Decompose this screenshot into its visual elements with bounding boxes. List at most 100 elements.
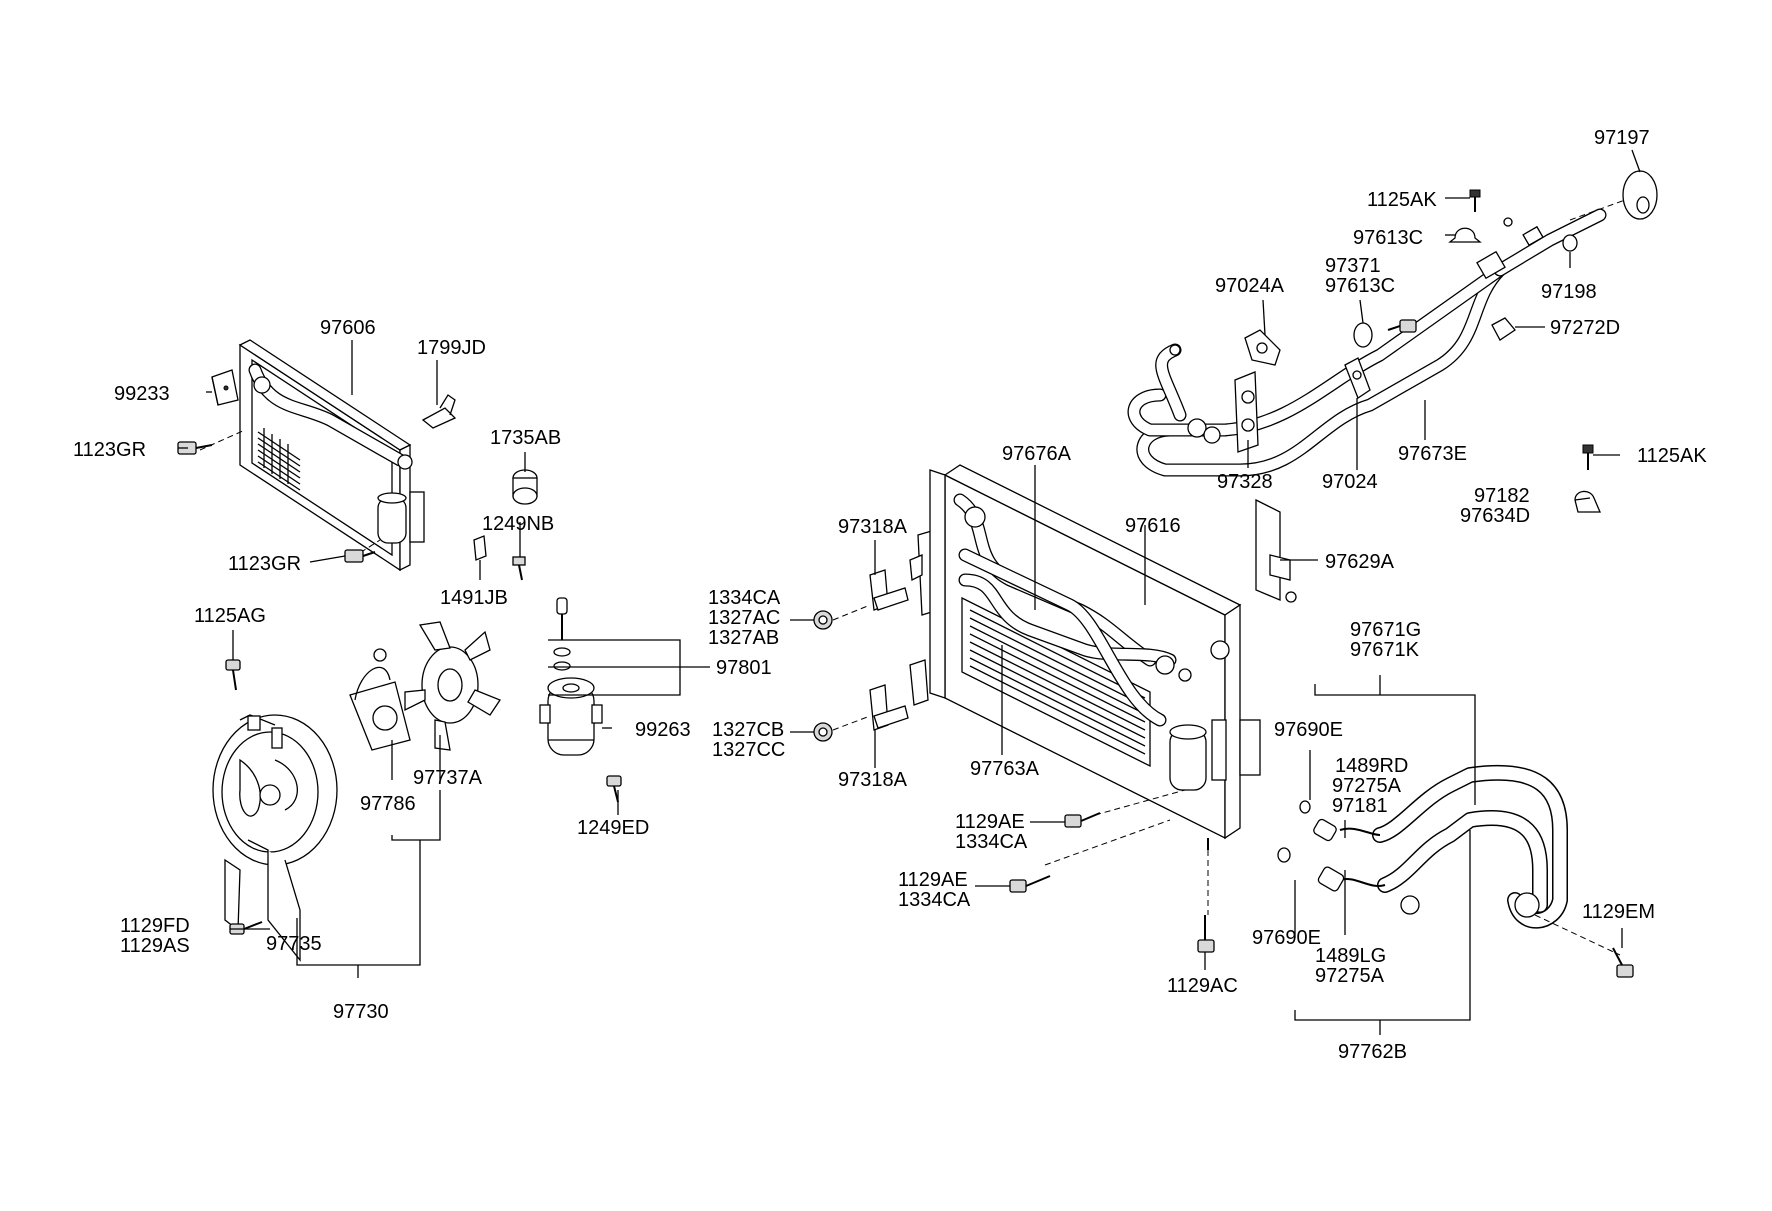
- label-1334CA-upper: 1334CA: [708, 587, 781, 609]
- nut-1327CB: [813, 715, 871, 742]
- label-1125AK-top: 1125AK: [1367, 189, 1437, 211]
- label-97371: 97371: [1325, 255, 1381, 277]
- label-1129AC: 1129AC: [1167, 975, 1238, 997]
- label-1125AK-right: 1125AK: [1637, 445, 1707, 467]
- receiver-drier-99263: [539, 677, 603, 756]
- label-97730: 97730: [333, 1001, 389, 1023]
- bolt-1123GR-lower: [344, 549, 376, 563]
- nut-1334CA-upper: [813, 604, 871, 630]
- label-97182: 97182: [1474, 485, 1530, 507]
- label-1123GR-lower: 1123GR: [228, 553, 301, 575]
- label-97318A-upper: 97318A: [838, 516, 908, 538]
- label-1489LG: 1489LG: [1315, 945, 1386, 967]
- condenser-97616: [929, 464, 1261, 915]
- bolt-1129AE-upper: [1064, 812, 1101, 828]
- label-1129AE-upper: 1129AE: [955, 811, 1025, 833]
- clamp-97024: [1344, 357, 1371, 399]
- label-1799JD: 1799JD: [417, 337, 486, 359]
- label-97671K: 97671K: [1350, 639, 1420, 661]
- label-97763A: 97763A: [970, 758, 1040, 780]
- label-97328: 97328: [1217, 471, 1273, 493]
- label-97762B: 97762B: [1338, 1041, 1407, 1063]
- label-1327CC: 1327CC: [712, 739, 785, 761]
- label-97198: 97198: [1541, 281, 1597, 303]
- bolt-1125AK-right: [1582, 444, 1594, 470]
- label-99263: 99263: [635, 719, 691, 741]
- hose-assembly: [1277, 764, 1621, 956]
- pressure-switch-97801: [553, 597, 571, 671]
- flange-97197: [1569, 170, 1658, 221]
- bracket-99233: [211, 369, 239, 406]
- label-1735AB: 1735AB: [490, 427, 561, 449]
- label-97616: 97616: [1125, 515, 1181, 537]
- label-97613C-mid: 97613C: [1325, 275, 1395, 297]
- bracket-97318A-upper: [869, 569, 909, 611]
- label-97318A-lower: 97318A: [838, 769, 908, 791]
- label-97272D: 97272D: [1550, 317, 1620, 339]
- label-97735: 97735: [266, 933, 322, 955]
- label-97197: 97197: [1594, 127, 1650, 149]
- bolt-1125AK-top: [1469, 189, 1481, 212]
- part-labels: 97606 1799JD 99233 1123GR 1735AB 1249NB …: [73, 127, 1707, 1063]
- clip-1491JB: [473, 535, 487, 561]
- label-97671G: 97671G: [1350, 619, 1421, 641]
- label-1129EM: 1129EM: [1582, 901, 1655, 923]
- clip-97272D: [1491, 317, 1516, 341]
- label-97024A: 97024A: [1215, 275, 1285, 297]
- label-1249ED: 1249ED: [577, 817, 649, 839]
- clamp-97024A: [1244, 329, 1281, 366]
- label-97606: 97606: [320, 317, 376, 339]
- fan-blade-97737A: [404, 621, 501, 751]
- o-ring-97198: [1562, 234, 1578, 252]
- label-97690E-upper: 97690E: [1274, 719, 1343, 741]
- clip-97182: [1574, 490, 1601, 513]
- label-97676A: 97676A: [1002, 443, 1072, 465]
- screw-1249NB: [512, 556, 526, 581]
- label-97737A: 97737A: [413, 767, 483, 789]
- label-1249NB: 1249NB: [482, 513, 554, 535]
- bolt-1249ED: [606, 775, 622, 803]
- label-1129FD: 1129FD: [120, 915, 190, 937]
- label-97024: 97024: [1322, 471, 1378, 493]
- label-97181: 97181: [1332, 795, 1388, 817]
- label-1327AB: 1327AB: [708, 627, 779, 649]
- label-1334CA-lower: 1334CA: [898, 889, 971, 911]
- label-97275A-lower: 97275A: [1315, 965, 1385, 987]
- label-1129AS: 1129AS: [120, 935, 190, 957]
- bolt-97613C-mid: [1387, 319, 1417, 333]
- clip-97613C-top: [1448, 227, 1482, 243]
- flange-97328: [1234, 371, 1259, 453]
- label-97673E: 97673E: [1398, 443, 1467, 465]
- label-1489RD: 1489RD: [1335, 755, 1408, 777]
- clip-1799JD: [421, 394, 457, 429]
- bolt-1125AG: [225, 659, 241, 691]
- label-1327AC: 1327AC: [708, 607, 780, 629]
- label-99233: 99233: [114, 383, 170, 405]
- bolt-1129AE-lower: [1009, 875, 1051, 893]
- label-97275A-upper: 97275A: [1332, 775, 1402, 797]
- label-97634D: 97634D: [1460, 505, 1530, 527]
- bolt-1129FD: [229, 921, 263, 935]
- label-97629A: 97629A: [1325, 551, 1395, 573]
- clamp-97371: [1353, 322, 1373, 348]
- condenser-97606: [199, 339, 425, 572]
- label-1123GR-upper: 1123GR: [73, 439, 146, 461]
- leader-lines: [178, 149, 1641, 1035]
- label-97801: 97801: [716, 657, 772, 679]
- bracket-97629A: [1255, 498, 1297, 603]
- fan-motor-97786: [349, 648, 411, 751]
- bracket-97318A-lower: [869, 684, 909, 731]
- label-1327CB: 1327CB: [712, 719, 784, 741]
- label-1334CA-middle: 1334CA: [955, 831, 1028, 853]
- label-97690E-lower: 97690E: [1252, 927, 1321, 949]
- label-1129AE-lower: 1129AE: [898, 869, 968, 891]
- label-1491JB: 1491JB: [440, 587, 508, 609]
- bolt-1129AC: [1197, 915, 1215, 953]
- cap-1735AB: [512, 469, 538, 505]
- bolt-1129EM: [1612, 947, 1634, 978]
- label-97613C-top: 97613C: [1353, 227, 1423, 249]
- label-97786: 97786: [360, 793, 416, 815]
- bracket-small-lower: [909, 659, 929, 706]
- label-1125AG: 1125AG: [194, 605, 266, 627]
